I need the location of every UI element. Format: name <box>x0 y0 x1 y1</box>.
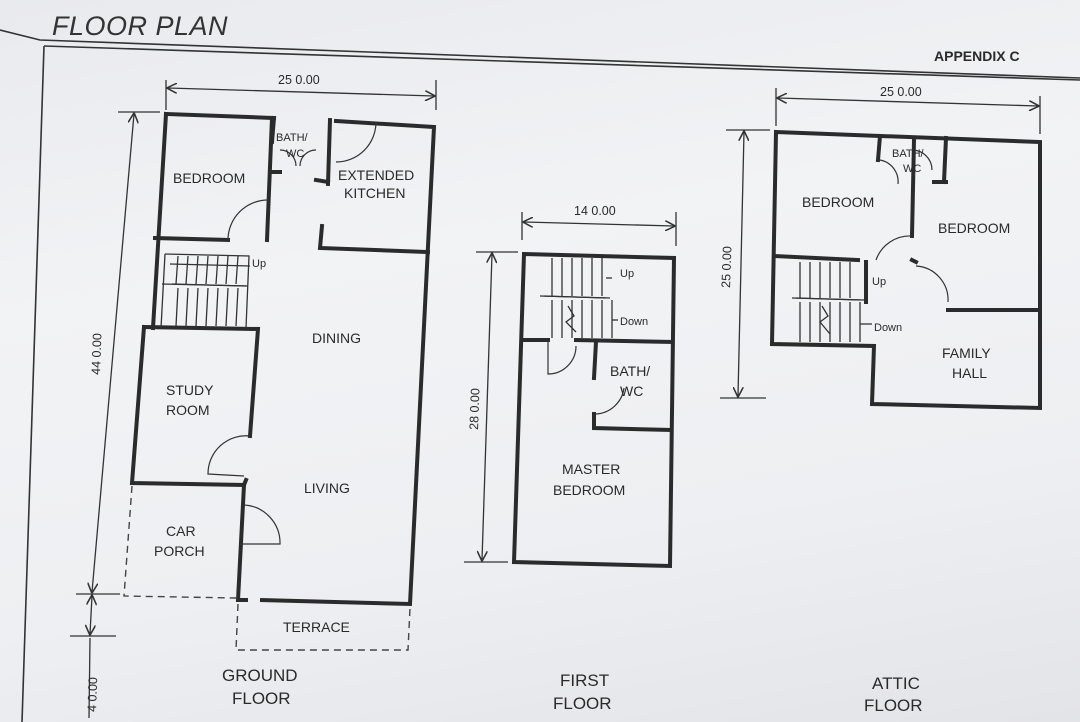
room-extended: EXTENDED <box>338 167 414 183</box>
ground-length-dimension: 44 0.00 <box>89 333 104 375</box>
room-kitchen: KITCHEN <box>344 185 405 201</box>
room-wc: WC <box>286 148 304 160</box>
room-bedroom: BEDROOM <box>173 170 245 186</box>
first-stairs-down-label: Down <box>620 316 648 328</box>
first-width-dimension: 14 0.00 <box>574 204 616 218</box>
attic-room-bedroom-right: BEDROOM <box>938 220 1010 236</box>
ground-caption-line2: FLOOR <box>232 689 291 708</box>
attic-width-dimension: 25 0.00 <box>880 85 922 99</box>
first-room-master-bedroom: BEDROOM <box>553 482 625 498</box>
attic-room-bath: BATH/ <box>892 148 925 160</box>
room-living: LIVING <box>304 480 350 496</box>
sheet-frame <box>0 29 1080 722</box>
attic-room-bedroom-left: BEDROOM <box>802 194 874 210</box>
attic-room-wc: WC <box>903 163 921 175</box>
room-dining: DINING <box>312 330 361 346</box>
attic-floor-plan: 25 0.00 25 0.00 <box>719 85 1042 715</box>
page-title: FLOOR PLAN <box>52 11 228 41</box>
first-length-dimension: 28 0.00 <box>467 388 482 430</box>
attic-room-family: FAMILY <box>942 345 991 361</box>
terrace-dimension: 4 0.00 <box>85 677 100 712</box>
room-study: STUDY <box>166 382 214 398</box>
room-car: CAR <box>166 523 196 539</box>
attic-room-hall: HALL <box>952 365 987 381</box>
room-study-room: ROOM <box>166 402 210 418</box>
ground-stairs <box>160 253 251 329</box>
attic-length-dimension: 25 0.00 <box>719 246 734 288</box>
first-stairs <box>539 258 618 338</box>
ground-floor-plan: 25 0.00 44 0.00 4 0.00 <box>70 73 437 719</box>
attic-stairs-up-label: Up <box>872 276 886 288</box>
room-porch: PORCH <box>154 543 205 559</box>
attic-caption-line2: FLOOR <box>864 696 923 715</box>
ground-width-dimension: 25 0.00 <box>278 73 320 87</box>
attic-stairs-down-label: Down <box>874 322 902 334</box>
first-room-wc: WC <box>620 383 643 399</box>
attic-stairs <box>791 262 872 342</box>
room-bath: BATH/ <box>276 132 309 144</box>
first-stairs-up-label: Up <box>620 268 634 280</box>
first-room-bath: BATH/ <box>610 363 650 379</box>
first-room-master: MASTER <box>562 461 620 477</box>
first-caption-line2: FLOOR <box>553 694 612 713</box>
room-terrace: TERRACE <box>283 619 350 635</box>
first-caption-line1: FIRST <box>560 671 609 690</box>
ground-caption-line1: GROUND <box>222 666 298 685</box>
attic-caption-line1: ATTIC <box>872 674 920 693</box>
stairs-up-label: Up <box>252 258 266 270</box>
appendix-label: APPENDIX C <box>934 48 1020 64</box>
first-floor-plan: 14 0.00 28 0.00 <box>464 204 677 713</box>
